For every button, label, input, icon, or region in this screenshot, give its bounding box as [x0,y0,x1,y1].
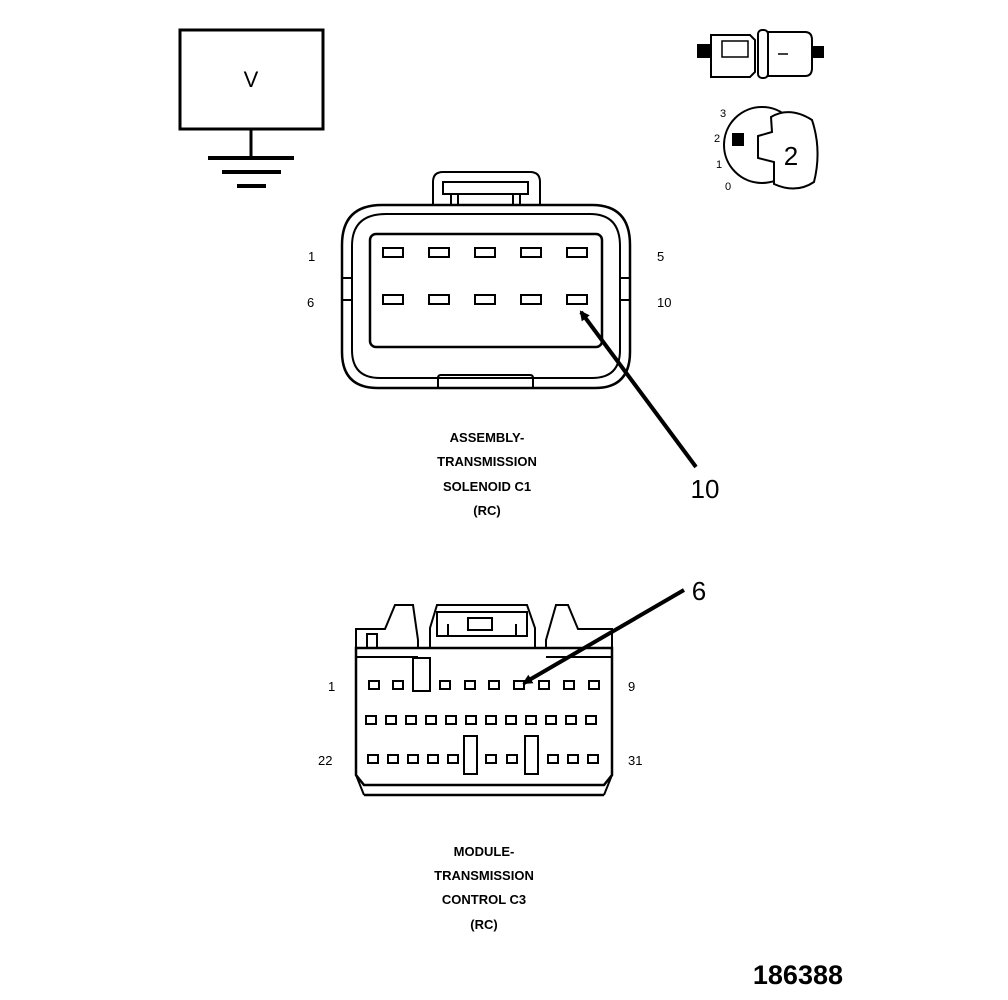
connector-c1: 1 5 6 10 [307,171,671,390]
voltmeter-symbol: V [244,67,259,92]
c3-pin-label-22: 22 [318,753,332,768]
c3-pin-cavities [365,680,600,764]
c3-caption-line-3: CONTROL C3 [442,892,526,907]
ignition-key-icon [697,29,824,79]
c1-pin-cavities [382,247,588,305]
switch-selected-position: 2 [784,141,798,171]
c3-callout-arrow [522,588,686,685]
connector-c3: 1 9 22 31 [318,604,642,797]
ignition-switch-icon: 3 2 1 0 2 [714,106,819,193]
c1-caption-line-4: (RC) [473,503,500,518]
c3-caption-line-4: (RC) [470,917,497,932]
c1-caption: ASSEMBLY- TRANSMISSION SOLENOID C1 (RC) [437,430,537,518]
voltmeter-icon: V [178,28,325,188]
ground-icon [208,156,294,188]
c1-pin-label-1: 1 [308,249,315,264]
c1-pin-label-6: 6 [307,295,314,310]
c3-callout-label: 6 [692,576,706,606]
c3-caption-line-2: TRANSMISSION [434,868,534,883]
c3-caption: MODULE- TRANSMISSION CONTROL C3 (RC) [434,844,534,932]
c3-pin-label-31: 31 [628,753,642,768]
c1-pin-label-5: 5 [657,249,664,264]
c3-pin-label-9: 9 [628,679,635,694]
figure-number: 186388 [753,960,843,990]
c1-callout-label: 10 [691,474,720,504]
switch-position-1: 1 [716,159,722,171]
switch-position-2: 2 [714,133,720,145]
switch-position-0: 0 [725,181,731,193]
switch-position-3: 3 [720,108,726,120]
c3-pin-label-1: 1 [328,679,335,694]
c1-callout-arrow [579,310,698,469]
c1-caption-line-1: ASSEMBLY- [450,430,525,445]
c1-pin-label-10: 10 [657,295,671,310]
c1-caption-line-2: TRANSMISSION [437,454,537,469]
c1-caption-line-3: SOLENOID C1 [443,479,531,494]
c3-caption-line-1: MODULE- [454,844,515,859]
